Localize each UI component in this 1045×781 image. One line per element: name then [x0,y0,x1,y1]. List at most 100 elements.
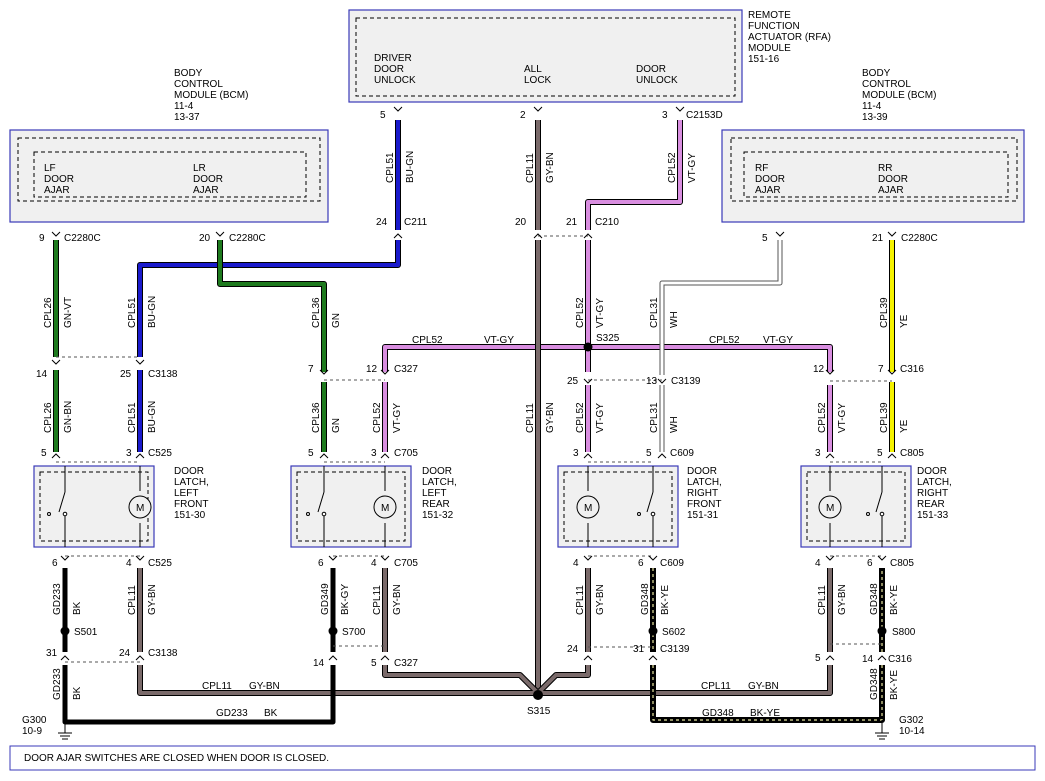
svg-text:3: 3 [662,110,668,121]
svg-text:4: 4 [371,558,377,569]
svg-text:C2280C: C2280C [64,233,101,244]
svg-text:BU-GN: BU-GN [147,401,158,433]
svg-text:CPL52: CPL52 [667,152,678,183]
svg-text:C210: C210 [595,217,619,228]
svg-text:CPL11: CPL11 [525,403,536,433]
svg-text:GD348: GD348 [869,583,880,615]
svg-text:5: 5 [646,448,652,459]
svg-text:CPL51: CPL51 [127,402,138,433]
ground-labels: G300 10-9 G302 10-14 [22,715,925,737]
svg-text:S501: S501 [74,627,98,638]
svg-text:VT-GY: VT-GY [687,153,698,183]
svg-text:10-14: 10-14 [899,726,925,737]
svg-text:C805: C805 [900,448,924,459]
svg-text:CPL52: CPL52 [575,297,586,328]
svg-text:CPL11: CPL11 [372,585,383,615]
svg-text:3: 3 [573,448,579,459]
svg-text:14: 14 [862,654,874,665]
svg-text:C2280C: C2280C [229,233,266,244]
splice-s700 [328,626,338,636]
svg-text:24: 24 [376,217,388,228]
wire-labels-horizontal: CPL52 VT-GY CPL52 VT-GY CPL11 GY-BN CPL1… [202,335,793,719]
svg-text:BK-YE: BK-YE [889,585,900,615]
svg-text:S325: S325 [596,333,620,344]
splice-s315 [533,690,543,700]
svg-text:6: 6 [638,558,644,569]
svg-text:4: 4 [815,558,821,569]
svg-text:C3138: C3138 [148,648,178,659]
svg-text:25: 25 [120,369,132,380]
svg-text:GY-BN: GY-BN [249,681,280,692]
svg-text:CPL39: CPL39 [879,402,890,433]
svg-text:S800: S800 [892,627,916,638]
svg-text:3: 3 [815,448,821,459]
svg-text:CPL36: CPL36 [311,297,322,328]
svg-text:GD233: GD233 [216,708,248,719]
connector-links [56,235,892,663]
svg-text:C327: C327 [394,658,418,669]
svg-text:5: 5 [371,658,377,669]
splice-s800 [877,626,887,636]
svg-text:3: 3 [371,448,377,459]
svg-text:CPL11: CPL11 [127,585,138,615]
svg-text:CPL11: CPL11 [575,585,586,615]
svg-text:GY-BN: GY-BN [595,584,606,615]
svg-text:VT-GY: VT-GY [595,298,606,328]
svg-text:20: 20 [199,233,211,244]
motor-icon [576,495,600,519]
svg-text:C805: C805 [890,558,914,569]
svg-text:C2280C: C2280C [901,233,938,244]
svg-text:7: 7 [308,364,314,375]
svg-text:BK-YE: BK-YE [750,708,780,719]
svg-text:GY-BN: GY-BN [545,152,556,183]
svg-text:C316: C316 [888,654,912,665]
svg-text:C3139: C3139 [660,644,690,655]
svg-text:21: 21 [872,233,884,244]
svg-text:CPL52: CPL52 [412,335,443,346]
wire-cpl36 [217,240,327,452]
svg-text:VT-GY: VT-GY [392,403,403,433]
svg-text:7: 7 [878,364,884,375]
svg-text:4: 4 [573,558,579,569]
svg-text:CPL51: CPL51 [385,152,396,183]
svg-text:VT-GY: VT-GY [837,403,848,433]
svg-text:BU-GN: BU-GN [147,296,158,328]
svg-text:CPL11: CPL11 [817,585,828,615]
svg-text:C3139: C3139 [671,376,701,387]
svg-text:GD348: GD348 [702,708,734,719]
svg-text:CPL11: CPL11 [202,681,232,692]
svg-text:C705: C705 [394,558,418,569]
svg-text:CPL52: CPL52 [817,402,828,433]
svg-text:GY-BN: GY-BN [748,681,779,692]
svg-text:14: 14 [313,658,325,669]
svg-text:CPL51: CPL51 [127,297,138,328]
svg-text:14: 14 [36,369,48,380]
svg-text:21: 21 [566,217,578,228]
svg-text:CPL52: CPL52 [372,402,383,433]
svg-text:CPL26: CPL26 [43,402,54,433]
note-box: DOOR AJAR SWITCHES ARE CLOSED WHEN DOOR … [9,745,1036,771]
svg-text:WH: WH [669,311,680,328]
svg-text:31: 31 [633,644,645,655]
svg-text:GY-BN: GY-BN [392,584,403,615]
svg-text:C609: C609 [660,558,684,569]
svg-text:S700: S700 [342,627,366,638]
svg-text:S315: S315 [527,706,551,717]
pin-chevrons [51,106,897,661]
svg-text:C211: C211 [404,217,428,228]
svg-text:GD233: GD233 [52,583,63,615]
svg-text:C327: C327 [394,364,418,375]
svg-text:CPL52: CPL52 [709,335,740,346]
svg-text:GY-BN: GY-BN [147,584,158,615]
svg-text:BK-YE: BK-YE [889,670,900,700]
svg-text:G300: G300 [22,715,47,726]
svg-text:C525: C525 [148,448,172,459]
svg-text:WH: WH [669,416,680,433]
